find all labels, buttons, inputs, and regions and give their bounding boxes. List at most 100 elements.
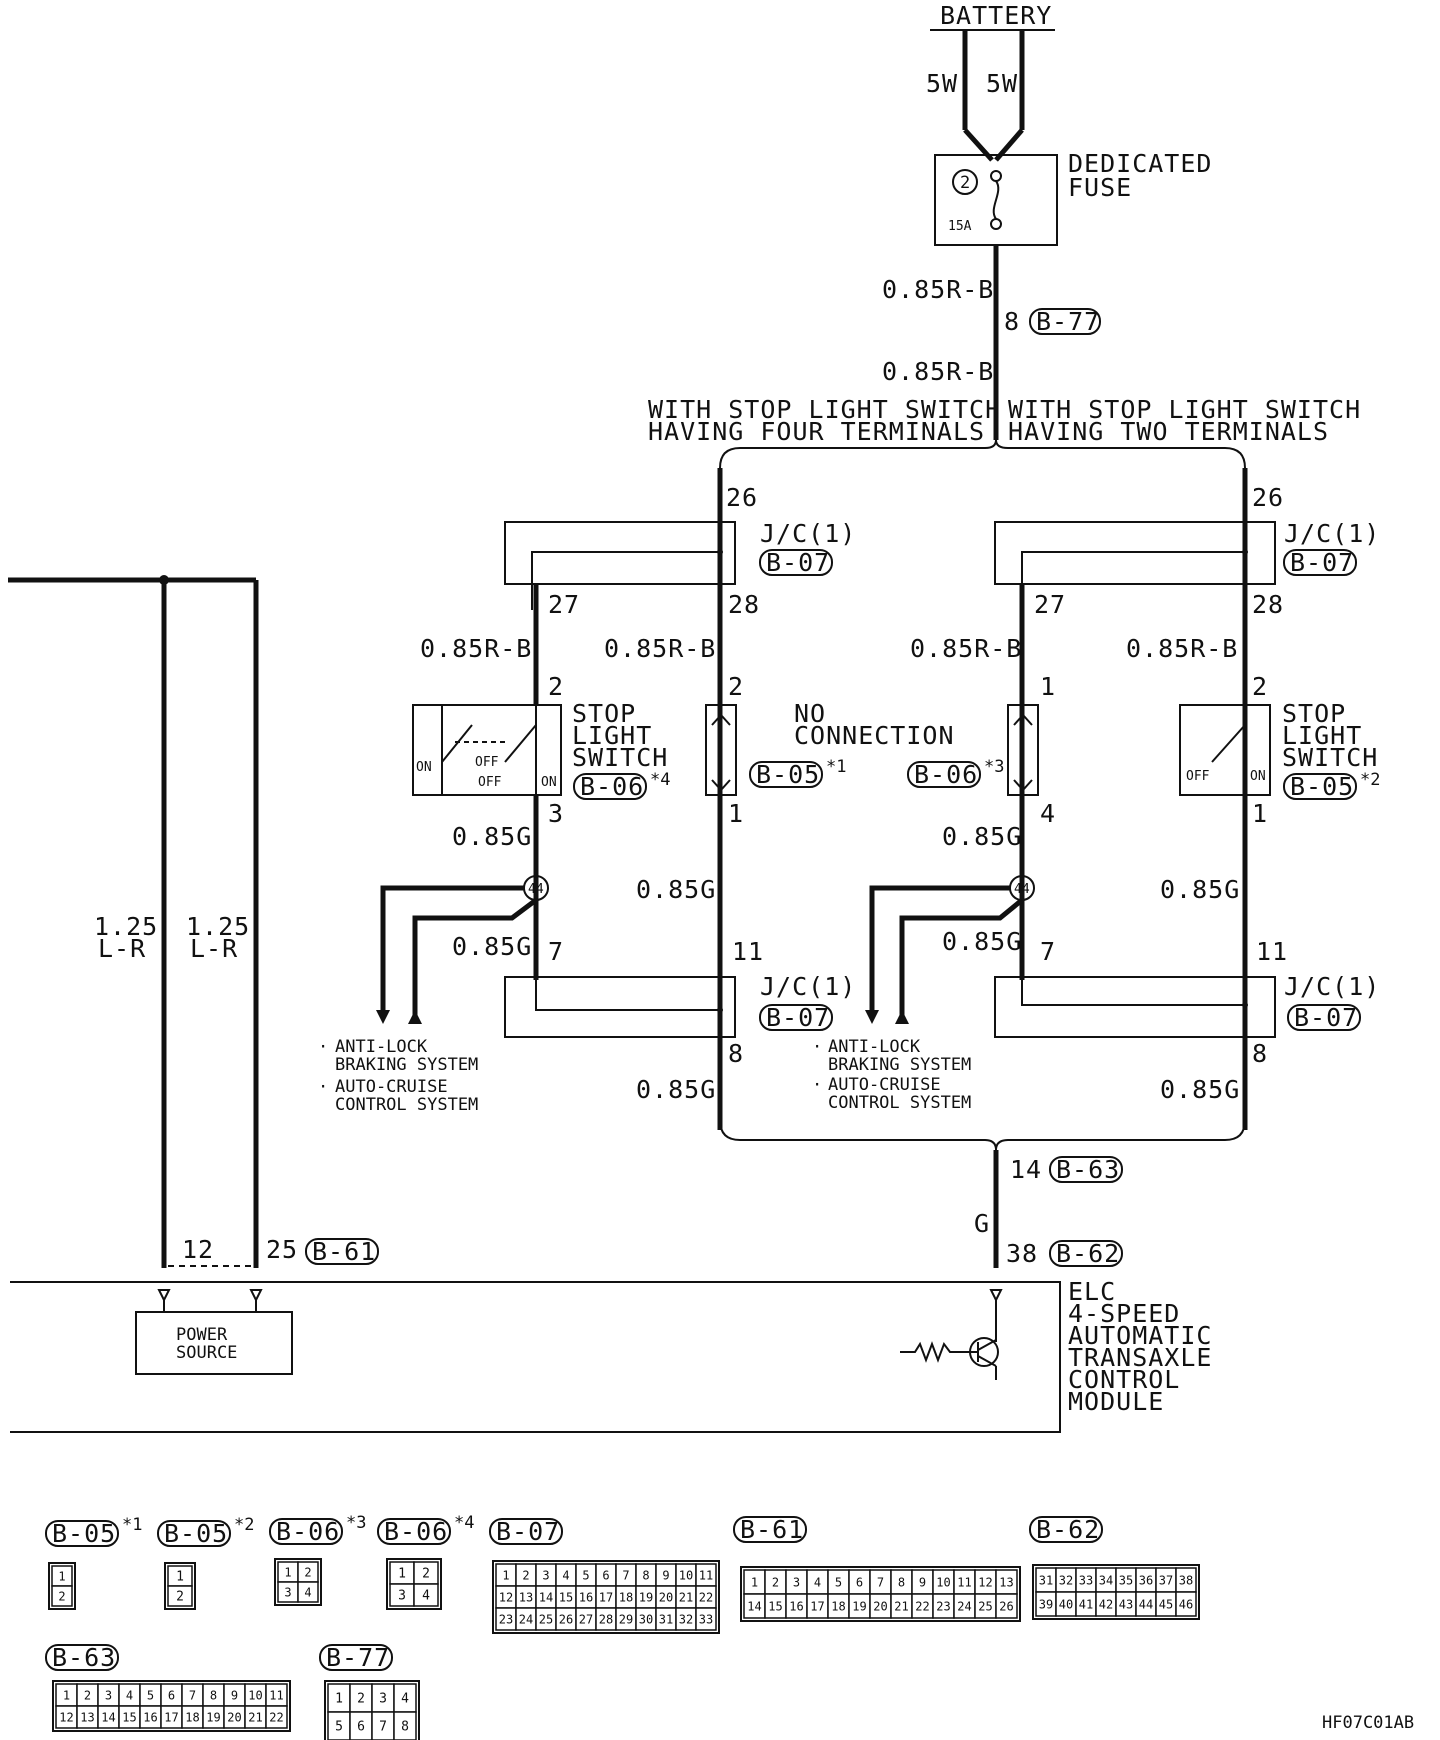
module-2: 4-SPEED: [1068, 1299, 1180, 1328]
power-source-box: [135, 1311, 293, 1375]
stop-switch-label-left-2: LIGHT: [572, 721, 652, 750]
fuse-title-2: FUSE: [1068, 173, 1132, 202]
legend-b06-3: B-06: [276, 1517, 340, 1546]
connector-pin-number: 15: [559, 1590, 573, 1604]
connector-pin-number: 25: [978, 1599, 992, 1613]
pin-8-right: 8: [1252, 1039, 1268, 1068]
connector-pin-number: 45: [1159, 1597, 1173, 1611]
connector-pin-number: 31: [659, 1612, 673, 1626]
no-connection-2: CONNECTION: [794, 721, 955, 750]
no-connection-1: NO: [794, 699, 826, 728]
connector-pin-number: 21: [248, 1710, 262, 1724]
connector-pin-number: 19: [852, 1599, 866, 1613]
system-cruise-1: AUTO-CRUISE: [335, 1077, 448, 1097]
connector-pin-number: 38: [1179, 1573, 1193, 1587]
wire-085rb-left-b: 0.85R-B: [604, 634, 716, 663]
wire-5w-right: 5W: [986, 69, 1018, 98]
module-3: AUTOMATIC: [1068, 1321, 1212, 1350]
connector-pin-number: 1: [176, 1570, 184, 1585]
module-5: CONTROL: [1068, 1365, 1180, 1394]
connector-b06-inline: [1007, 704, 1039, 796]
pin-12: 12: [182, 1235, 214, 1264]
connector-pin-number: 4: [814, 1575, 821, 1589]
connector-b61: B-61: [312, 1237, 376, 1266]
power-source-2: SOURCE: [176, 1343, 237, 1363]
connector-pin-number: 3: [542, 1568, 549, 1582]
wire-085g-right-d: 0.85G: [1160, 1075, 1240, 1104]
connector-pin-number: 21: [894, 1599, 908, 1613]
connector-pin-number: 22: [269, 1710, 283, 1724]
pin-27-right: 27: [1034, 590, 1066, 619]
legend-b05-2: B-05: [164, 1519, 228, 1548]
connector-pin-number: 15: [768, 1599, 782, 1613]
jc1-label-bottom-right: J/C(1): [1284, 972, 1380, 1001]
pin-11-left: 11: [732, 937, 764, 966]
pin-11-right: 11: [1256, 937, 1288, 966]
connector-pin-number: 6: [357, 1720, 365, 1735]
connector-pin-cell: [995, 1593, 1018, 1619]
connector-pin-number: 1: [335, 1692, 343, 1707]
system-cruise-2: CONTROL SYSTEM: [335, 1095, 478, 1115]
pin-28-left: 28: [728, 590, 760, 619]
connector-pin-number: 12: [978, 1575, 992, 1589]
connector-pin-number: 6: [602, 1568, 609, 1582]
legend-b07: B-07: [496, 1517, 560, 1546]
connector-pin-number: 18: [185, 1710, 199, 1724]
connector-pin-number: 2: [422, 1567, 430, 1582]
stop-light-switch-2t: [1179, 704, 1271, 796]
legend-b06-4: B-06: [384, 1517, 448, 1546]
connector-pin-number: 3: [105, 1688, 112, 1702]
stop-switch-label-left-1: STOP: [572, 699, 636, 728]
connector-pin-number: 26: [999, 1599, 1013, 1613]
connector-pin-number: 17: [599, 1590, 613, 1604]
fuse-number: 2: [960, 173, 970, 193]
connector-pin-number: 12: [59, 1710, 73, 1724]
connector-pin-number: 23: [499, 1612, 513, 1626]
connector-pin-number: 13: [519, 1590, 533, 1604]
connector-pin-number: 3: [284, 1585, 291, 1599]
connector-pin-cell: [51, 1585, 73, 1607]
svg-text:·: ·: [318, 1077, 328, 1097]
connector-housing: [492, 1560, 720, 1634]
connector-pin-number: 16: [789, 1599, 803, 1613]
connector-b77: B-77: [1036, 307, 1100, 336]
connector-pin-number: 4: [304, 1585, 311, 1599]
connector-b62: B-62: [1056, 1239, 1120, 1268]
wire-085g-left-b: 0.85G: [636, 875, 716, 904]
connector-pin-number: 25: [539, 1612, 553, 1626]
wire-125-left-b: L-R: [98, 934, 146, 963]
stop-switch-label-right-1: STOP: [1282, 699, 1346, 728]
system-cruise-r1: AUTO-CRUISE: [828, 1075, 941, 1095]
pin-1-left: 1: [728, 799, 744, 828]
module-4: TRANSAXLE: [1068, 1343, 1212, 1372]
pin-2-left-b: 2: [728, 672, 744, 701]
connector-pin-number: 7: [379, 1720, 387, 1735]
system-abs-2: BRAKING SYSTEM: [335, 1055, 478, 1075]
connector-pin-number: 14: [101, 1710, 115, 1724]
pin-2-left-a: 2: [548, 672, 564, 701]
connector-pin-number: 39: [1039, 1597, 1053, 1611]
connector-pin-number: 1: [502, 1568, 509, 1582]
note-1: *1: [826, 757, 846, 777]
connector-pin-number: 16: [579, 1590, 593, 1604]
connector-pin-number: 3: [793, 1575, 800, 1589]
connector-housing: [52, 1680, 291, 1732]
connector-housing: [324, 1680, 420, 1740]
connector-pin-number: 22: [915, 1599, 929, 1613]
connector-pin-number: 20: [659, 1590, 673, 1604]
wire-125-right-a: 1.25: [186, 912, 250, 941]
jc1-label-top-left: J/C(1): [760, 519, 856, 548]
connector-pin-number: 18: [619, 1590, 633, 1604]
pin-14: 14: [1010, 1155, 1042, 1184]
legend-b05-1: B-05: [52, 1519, 116, 1548]
connector-b05-pin-grid-b: 12: [164, 1562, 196, 1610]
connector-pin-number: 19: [206, 1710, 220, 1724]
pin-26-left: 26: [726, 483, 758, 512]
pin-38: 38: [1006, 1239, 1038, 1268]
